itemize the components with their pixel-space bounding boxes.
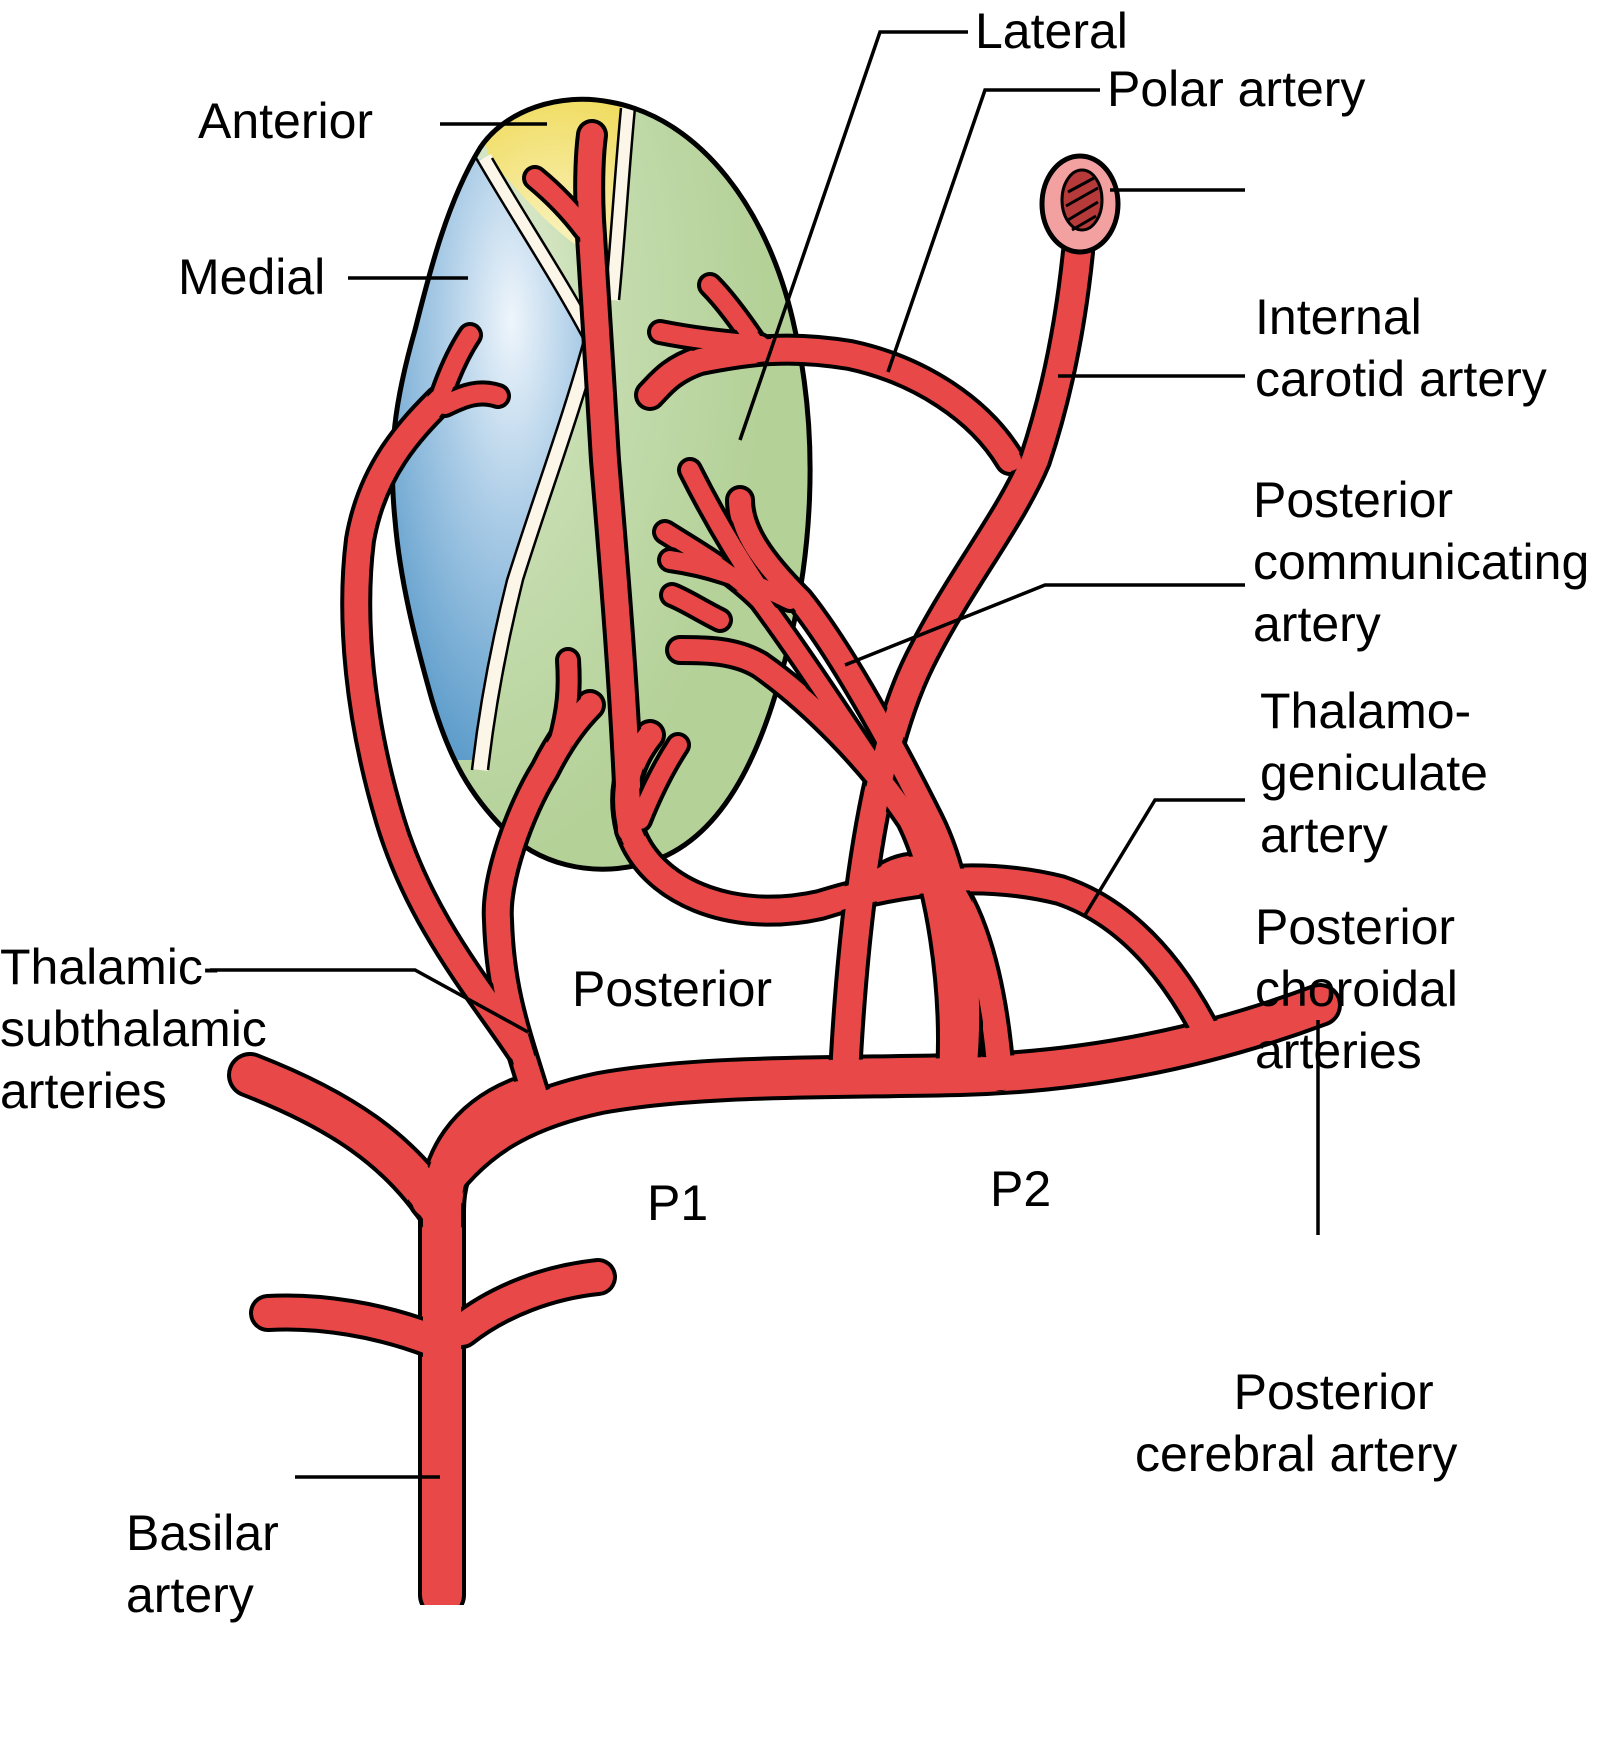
artery-merge-fill (413, 988, 1337, 1217)
label-p2: P2 (990, 1161, 1052, 1217)
artery-merge-fill (730, 490, 979, 1085)
artery-merge-fill (682, 462, 768, 598)
label-anterior: Anterior (198, 93, 374, 149)
artery-merge-fill (345, 389, 531, 1061)
artery-merge-fill (432, 327, 478, 408)
artery-merge-fill (437, 385, 506, 413)
artery-merge-fill (670, 640, 961, 1085)
label-polar-artery: Polar artery (1107, 61, 1366, 117)
artery-merge-fill (578, 124, 641, 841)
artery-merge-fill (664, 587, 728, 628)
arteries-group (227, 119, 1342, 1605)
label-lateral: Lateral (975, 3, 1128, 59)
label-posterior-region: Posterior (572, 961, 773, 1017)
artery-merge-fill (254, 1298, 446, 1354)
artery-merge-fill (662, 552, 798, 608)
artery-merge-fill (639, 338, 1021, 471)
medial-region (392, 150, 592, 760)
thalamic-blood-supply-diagram: Lateral Polar artery Anterior Medial Int… (0, 3, 1590, 1623)
artery-merge-fill (552, 652, 577, 748)
leader-lines (210, 30, 1320, 1479)
internal-carotid-stump (1039, 153, 1121, 255)
artery-illustration (210, 30, 1342, 1605)
label-medial: Medial (178, 249, 326, 305)
artery-merge-fill (632, 737, 686, 828)
artery-merge-fill (652, 324, 768, 353)
artery-merge-fill (833, 240, 1090, 1087)
label-p1: P1 (647, 1175, 709, 1231)
artery-merge-fill (527, 170, 593, 238)
artery-merge-fill (448, 1263, 612, 1344)
artery-merge-fill (657, 524, 878, 768)
